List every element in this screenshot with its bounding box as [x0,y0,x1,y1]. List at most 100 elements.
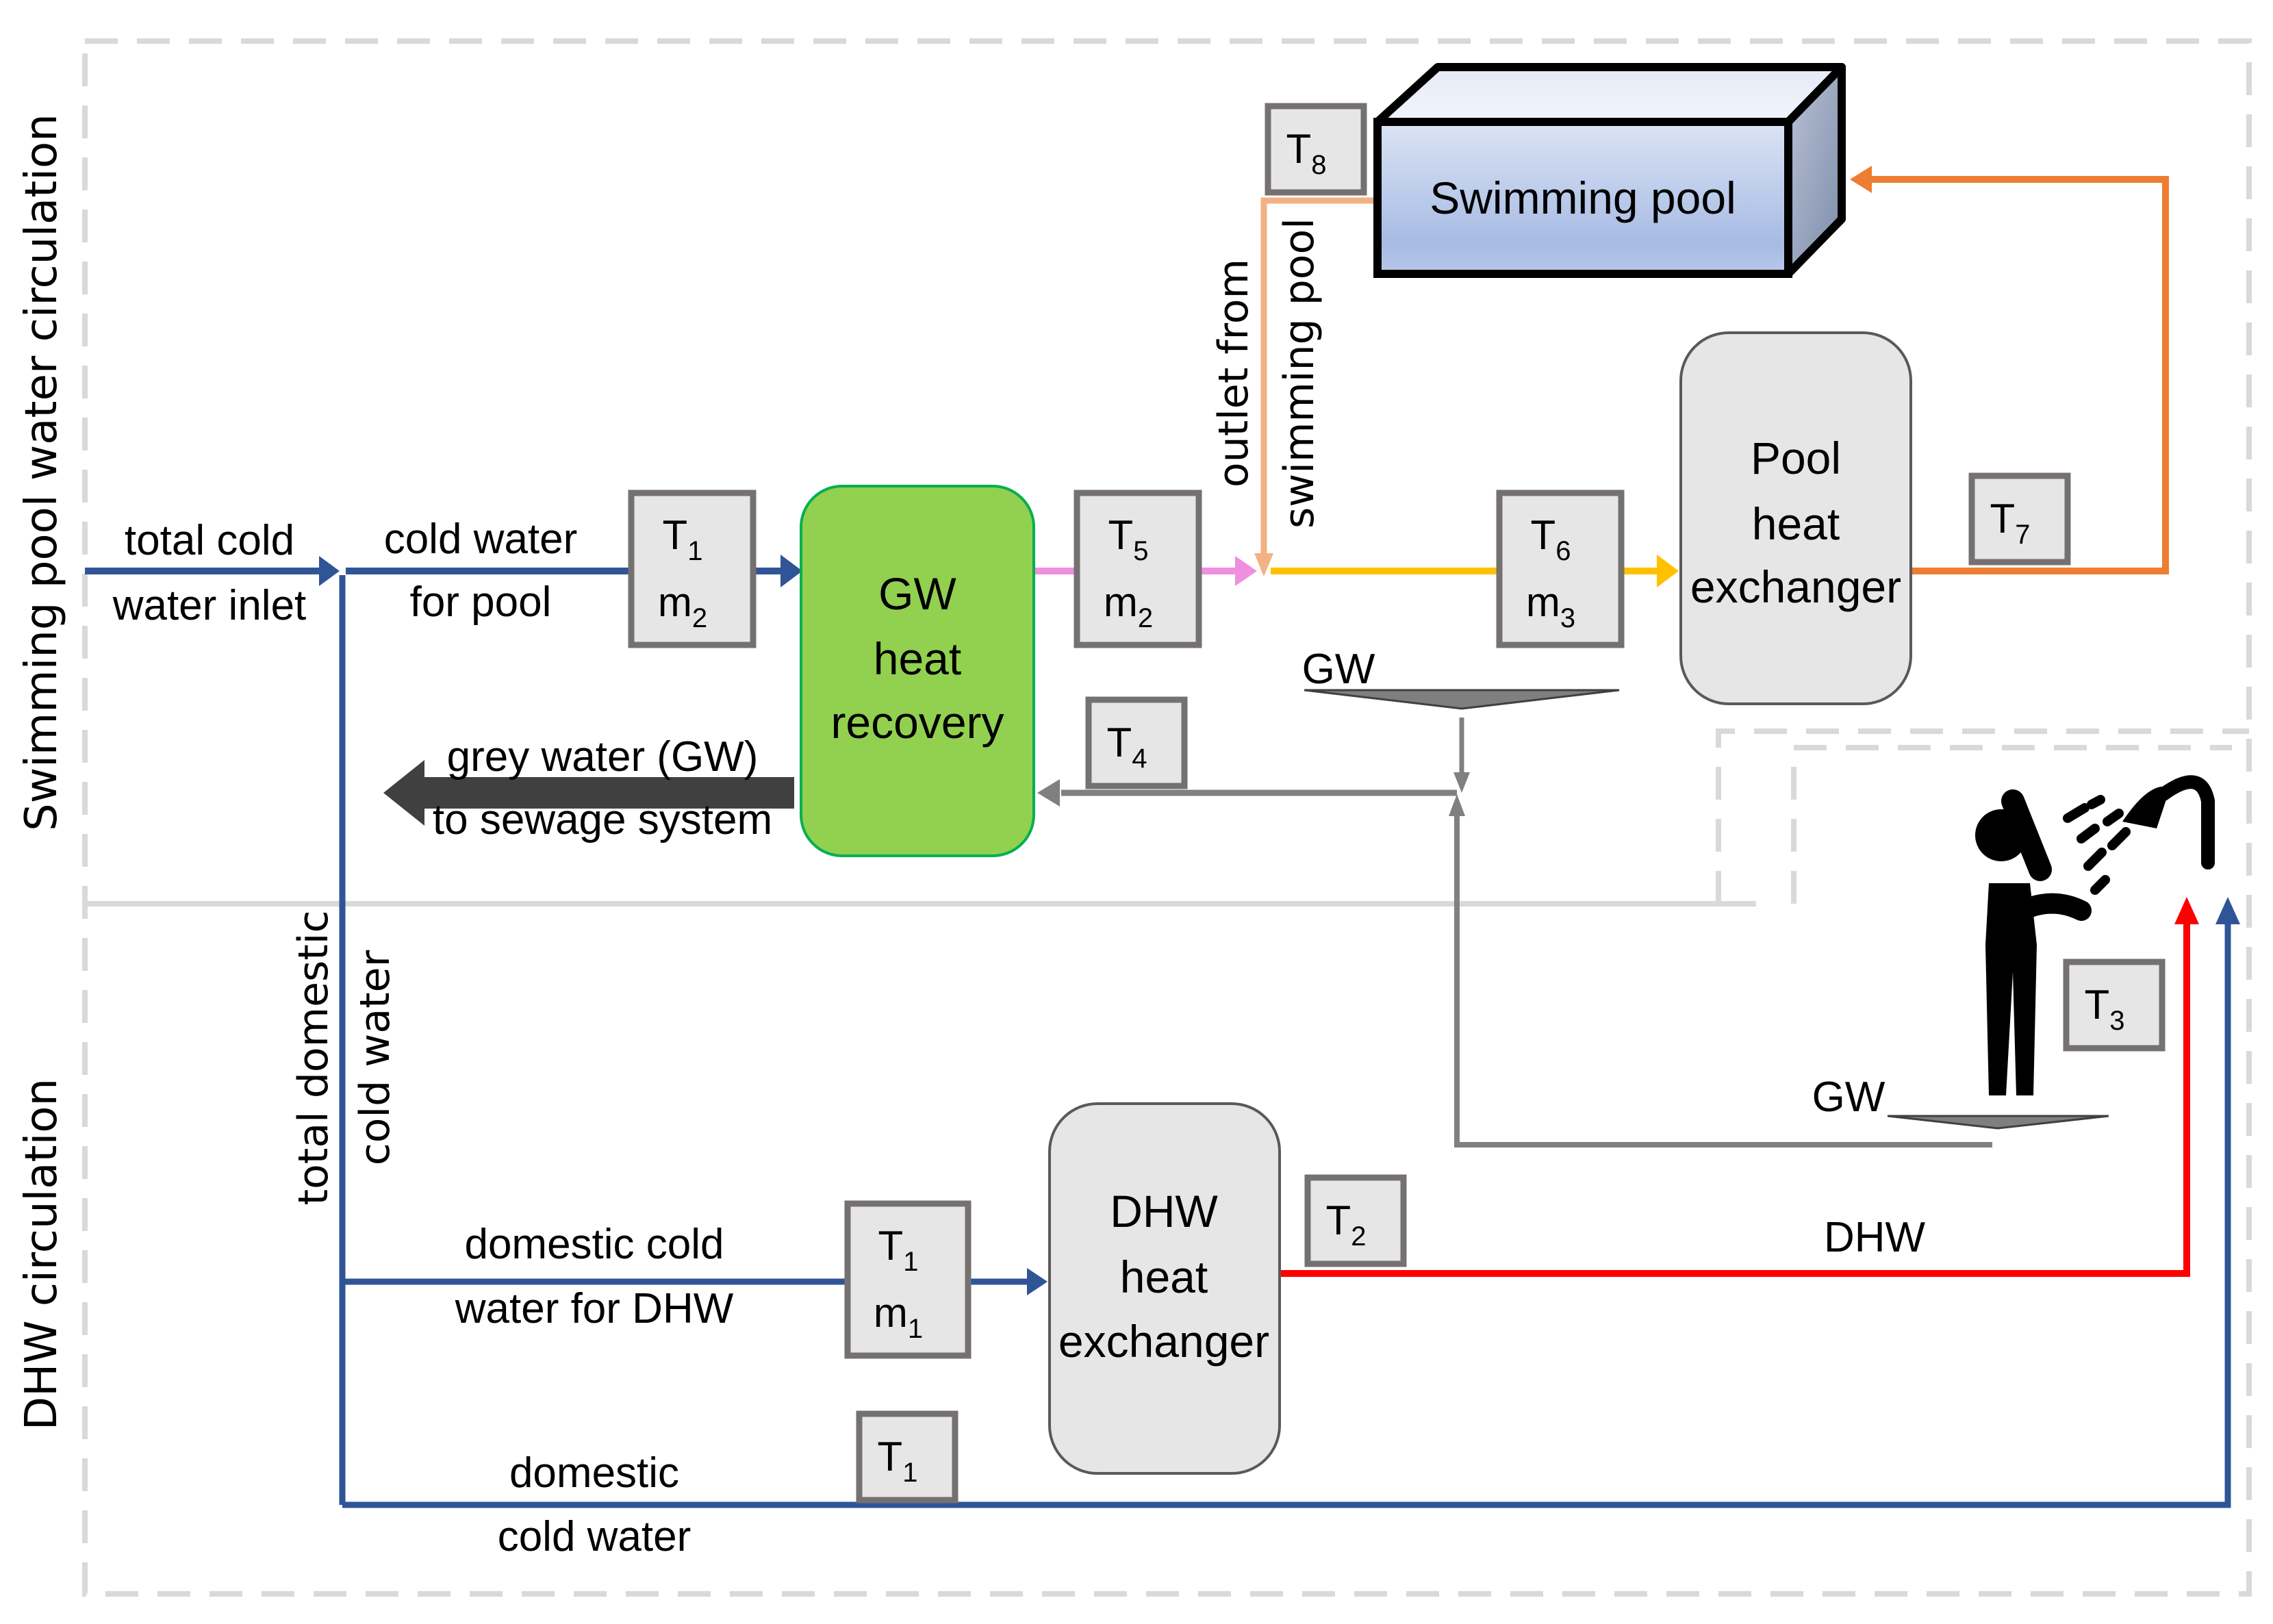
water-drops [2063,795,2131,895]
gw-drain-shower [1887,1115,2109,1130]
sensor-frame [2063,959,2166,1052]
label-dhw: DHW [1824,1214,1926,1261]
pool-hx-label-1: Pool [1751,433,1841,483]
label-total-cold-inlet-2: water inlet [112,582,307,629]
sensor-label: T6 [1531,512,1571,566]
sensor-frame [844,1200,972,1359]
label-dom-cold-2: cold water [498,1513,691,1560]
label-total-domestic-1: total domestic [290,911,338,1206]
label-gw-pool: GW [1302,646,1375,693]
label-total-domestic-2: cold water [351,950,399,1165]
sensor-label: T2 [1326,1197,1367,1252]
dhw-hx-label-1: DHW [1110,1186,1218,1236]
sensor-box-t8: T8 [1265,103,1367,196]
sensor-label: m2 [1104,579,1153,633]
sensor-label: T5 [1108,512,1149,566]
sensor-label: T1 [878,1223,919,1277]
sensor-label: T4 [1107,720,1147,774]
label-dom-cold-dhw-1: domestic cold [464,1221,724,1268]
gw-recovery-label-2: heat [874,633,961,684]
pool-heat-exchanger[interactable]: Pool heat exchanger [1679,331,1912,705]
pool-front-face [1373,118,1792,278]
outer-dashed-boundary [82,38,2252,1597]
sensor-frame [1265,103,1367,196]
arrow-head-mixed [1657,555,1679,587]
flow-labels: total cold water inlet cold water for po… [112,218,1926,1560]
arrow-head-gw-pool-drop [1453,772,1470,793]
arrow-head-pool-outlet [1254,553,1273,576]
pipe-dhw-hot [1279,917,2190,1277]
shower-zone-dashed-outer [1716,728,2249,904]
arrow-head-sewage [383,760,424,826]
pipes [85,166,2240,1508]
shower-zone-dashed-inner [1791,745,2232,904]
sensor-label: T1 [663,512,703,566]
label-cold-for-pool-1: cold water [384,516,578,563]
label-sewage-1: grey water (GW) [447,733,759,781]
label-cold-for-pool-2: for pool [410,579,552,626]
dhw-hx-label-3: exchanger [1058,1316,1269,1367]
sensor-frame [628,490,757,648]
arrow-head-after-recovery [1235,556,1257,586]
pipe-pool-return [1869,176,2169,574]
sensor-frame [1085,696,1188,789]
sensor-label: T8 [1286,126,1327,180]
label-dom-cold-dhw-2: water for DHW [455,1285,734,1332]
arrow-head-cold-for-pool [780,555,802,587]
sensor-label: T1 [878,1434,918,1488]
arrow-head-gw-shower-up [1449,794,1465,816]
gw-recovery-label-1: GW [878,568,956,619]
label-dom-cold-1: domestic [509,1449,679,1497]
pool-hx-label-3: exchanger [1690,561,1901,612]
region-boundaries [82,38,2252,1597]
sensor-label: m2 [658,579,707,633]
label-gw-shower: GW [1812,1074,1885,1121]
sensor-frame [1496,490,1625,648]
label-total-cold-inlet-1: total cold [125,517,294,564]
label-pool-outlet-2: swimming pool [1275,218,1323,529]
sensor-box-t3: T3 [2063,959,2166,1052]
arrow-head-cold-shower [2215,897,2240,924]
dhw-heat-exchanger[interactable]: DHW heat exchanger [1048,1102,1281,1475]
pool-label: Swimming pool [1430,173,1736,223]
gw-drain-pool [1304,689,1620,710]
sensor-label: m3 [1526,579,1575,633]
sensor-label: m1 [874,1290,923,1344]
arrow-head-gw-to-recovery [1037,779,1060,807]
swimming-pool[interactable]: Swimming pool [1373,63,1846,278]
pipe-gw-shower-return [1454,811,1992,1147]
pool-top-face [1373,63,1846,126]
sensor-box-t7: T7 [1968,472,2071,566]
gw-heat-recovery-unit[interactable]: GW heat recovery [800,485,1035,857]
sensor-label: T3 [2085,982,2125,1036]
arrow-head-pool-return [1850,166,1872,193]
sensor-frame [1074,490,1202,648]
shower-person-icon [1975,775,2215,1095]
sensor-label: T7 [1990,496,2031,550]
pipe-sewage [414,777,794,809]
pool-hx-label-2: heat [1752,498,1840,549]
gw-recovery-label-3: recovery [830,697,1004,748]
label-pool-outlet-1: outlet from [1210,259,1258,487]
label-sewage-2: to sewage system [433,796,772,843]
pipe-pool-outlet [1260,197,1376,558]
pipe-domestic-cold-to-shower [342,917,2231,1508]
dhw-hx-label-2: heat [1120,1252,1208,1302]
region-label-dhw: DHW circulation [16,1078,67,1430]
sensor-frame [1304,1174,1407,1267]
arrow-head-total-inlet [319,556,340,586]
sensor-box-t2: T2 [1304,1174,1407,1267]
sensor-box-t4: T4 [1085,696,1188,789]
sensor-frame [856,1410,958,1504]
region-label-pool: Swimming pool water circulation [16,114,67,831]
sensor-frame [1968,472,2071,566]
arrow-head-dhw-hot [2174,897,2199,924]
arrow-head-dhw-inlet [1027,1268,1047,1295]
sensor-box-t1-dom: T1 [856,1410,958,1504]
